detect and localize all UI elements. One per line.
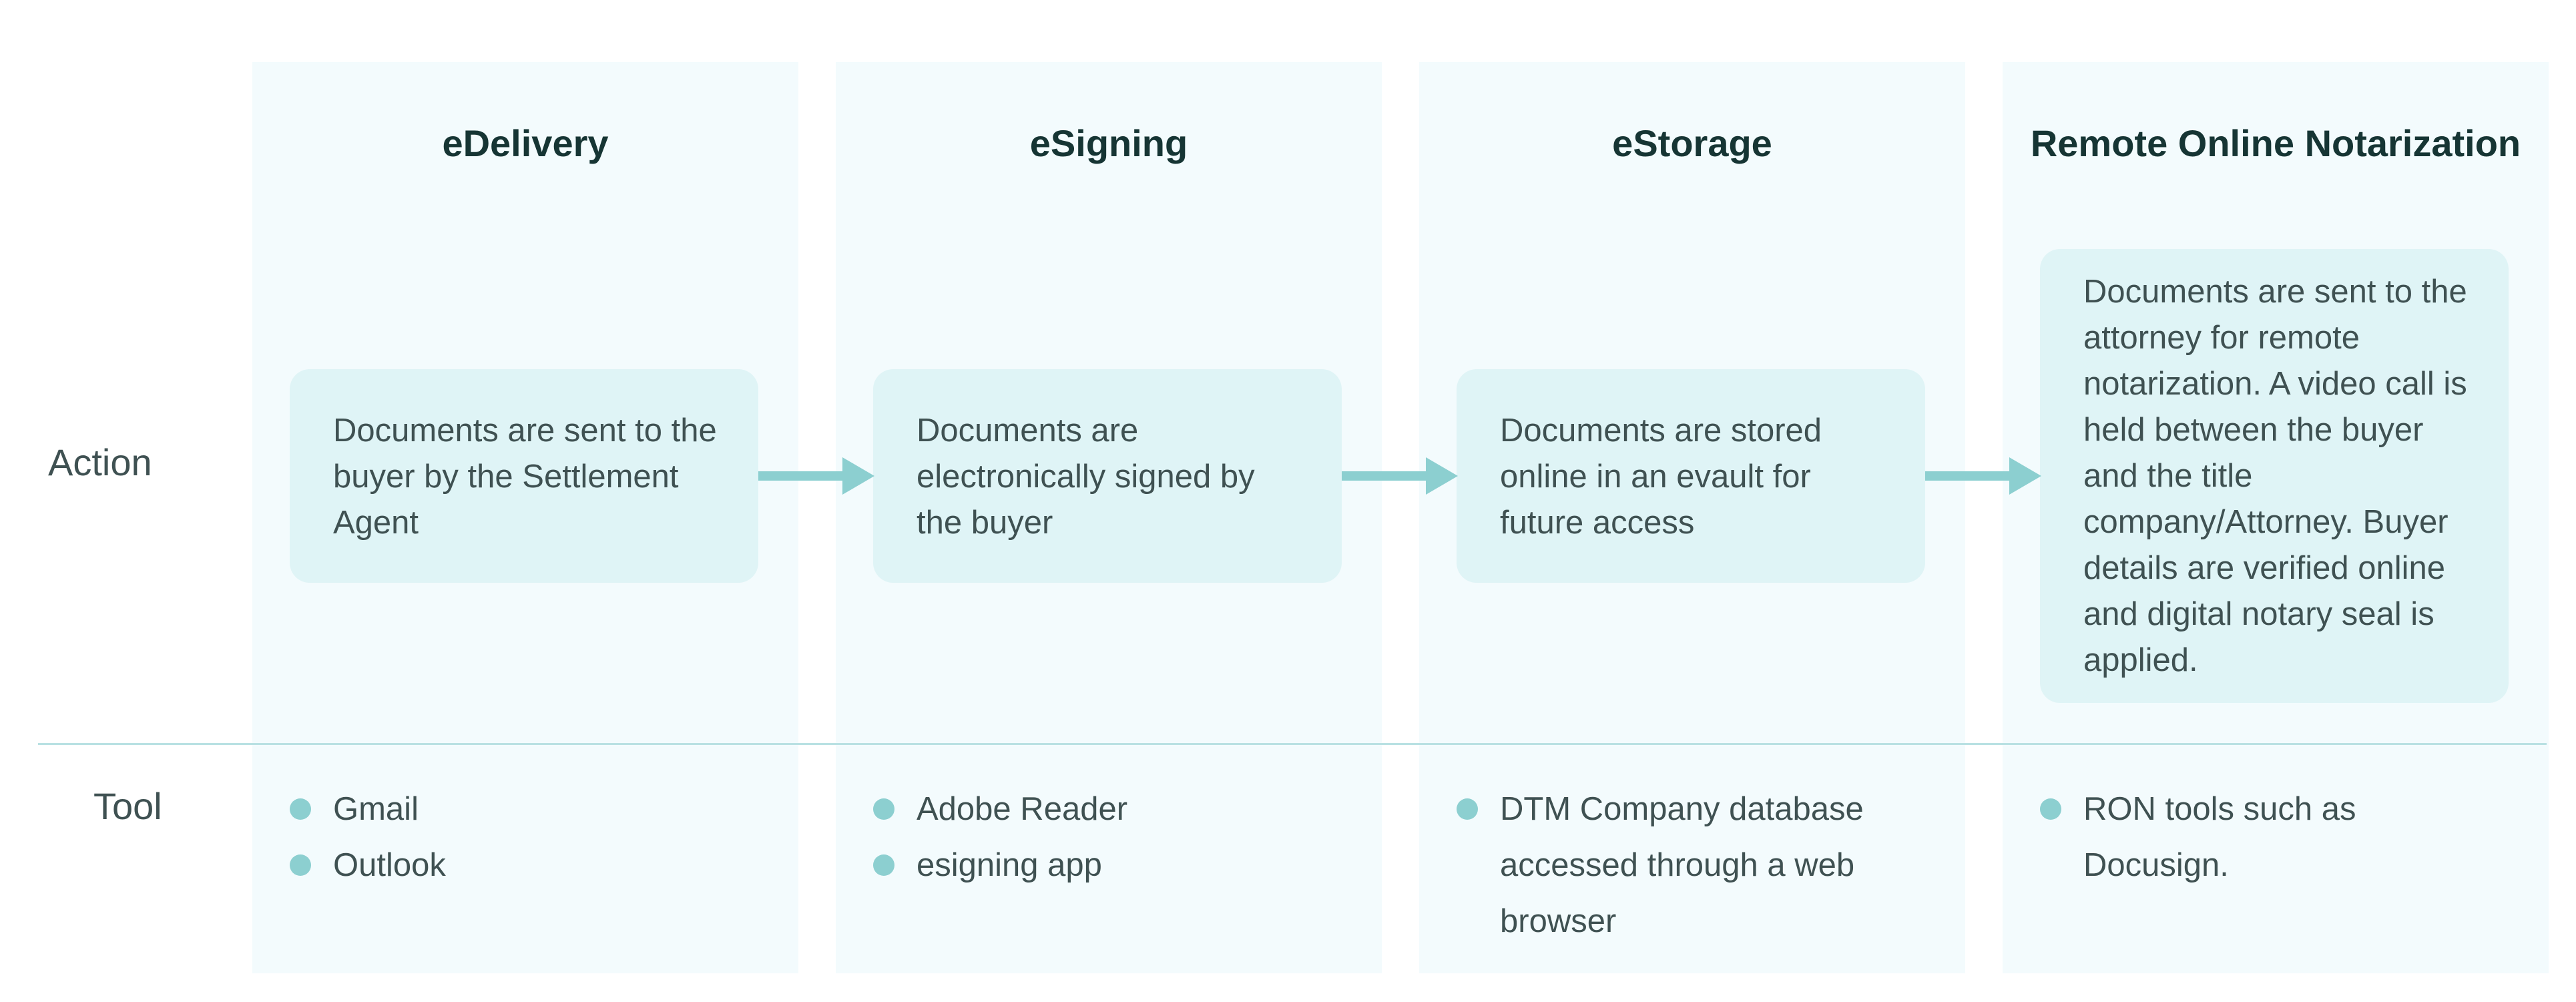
arrow-right-icon — [1925, 457, 2041, 495]
column-title-edelivery: eDelivery — [442, 122, 609, 165]
tool-item: Outlook — [290, 837, 757, 893]
action-box-remote-online-notarization: Documents are sent to the attorney for r… — [2040, 249, 2509, 703]
tool-list-esigning: Adobe Reader esigning app — [873, 781, 1340, 893]
tool-item: Adobe Reader — [873, 781, 1340, 837]
arrow-right-icon — [1342, 457, 1458, 495]
bullet-icon — [290, 854, 311, 876]
row-label-tool: Tool — [93, 785, 162, 827]
action-box-esigning: Documents are electronically signed by t… — [873, 369, 1342, 583]
bullet-icon — [873, 798, 894, 820]
bullet-icon — [873, 854, 894, 876]
tool-item-label: Gmail — [333, 791, 419, 827]
column-title-esigning: eSigning — [1029, 122, 1188, 165]
arrow-edelivery-to-esigning — [758, 456, 877, 496]
column-title-remote-online-notarization: Remote Online Notarization — [2030, 122, 2521, 165]
tool-item: Gmail — [290, 781, 757, 837]
bullet-icon — [2040, 798, 2061, 820]
action-box-estorage: Documents are stored online in an evault… — [1457, 369, 1925, 583]
tool-item-label: Outlook — [333, 847, 446, 883]
arrow-esigning-to-estorage — [1342, 456, 1461, 496]
action-box-edelivery: Documents are sent to the buyer by the S… — [290, 369, 758, 583]
tool-item: esigning app — [873, 837, 1340, 893]
tool-list-edelivery: Gmail Outlook — [290, 781, 757, 893]
tool-item-label: esigning app — [917, 847, 1102, 883]
tool-list-remote-online-notarization: RON tools such as Docusign. — [2040, 781, 2507, 893]
tool-list-estorage: DTM Company database accessed through a … — [1457, 781, 1924, 949]
tool-item: RON tools such as Docusign. — [2040, 781, 2507, 893]
column-title-estorage: eStorage — [1612, 122, 1772, 165]
tool-item: DTM Company database accessed through a … — [1457, 781, 1924, 949]
bullet-icon — [1457, 798, 1478, 820]
arrow-estorage-to-remote-online-notarization — [1925, 456, 2044, 496]
bullet-icon — [290, 798, 311, 820]
tool-item-label: Adobe Reader — [917, 791, 1128, 827]
tool-item-label: RON tools such as Docusign. — [2083, 791, 2356, 883]
tool-item-label: DTM Company database accessed through a … — [1500, 791, 1864, 939]
arrow-right-icon — [758, 457, 874, 495]
row-label-action: Action — [48, 441, 152, 483]
row-divider — [38, 743, 2547, 745]
